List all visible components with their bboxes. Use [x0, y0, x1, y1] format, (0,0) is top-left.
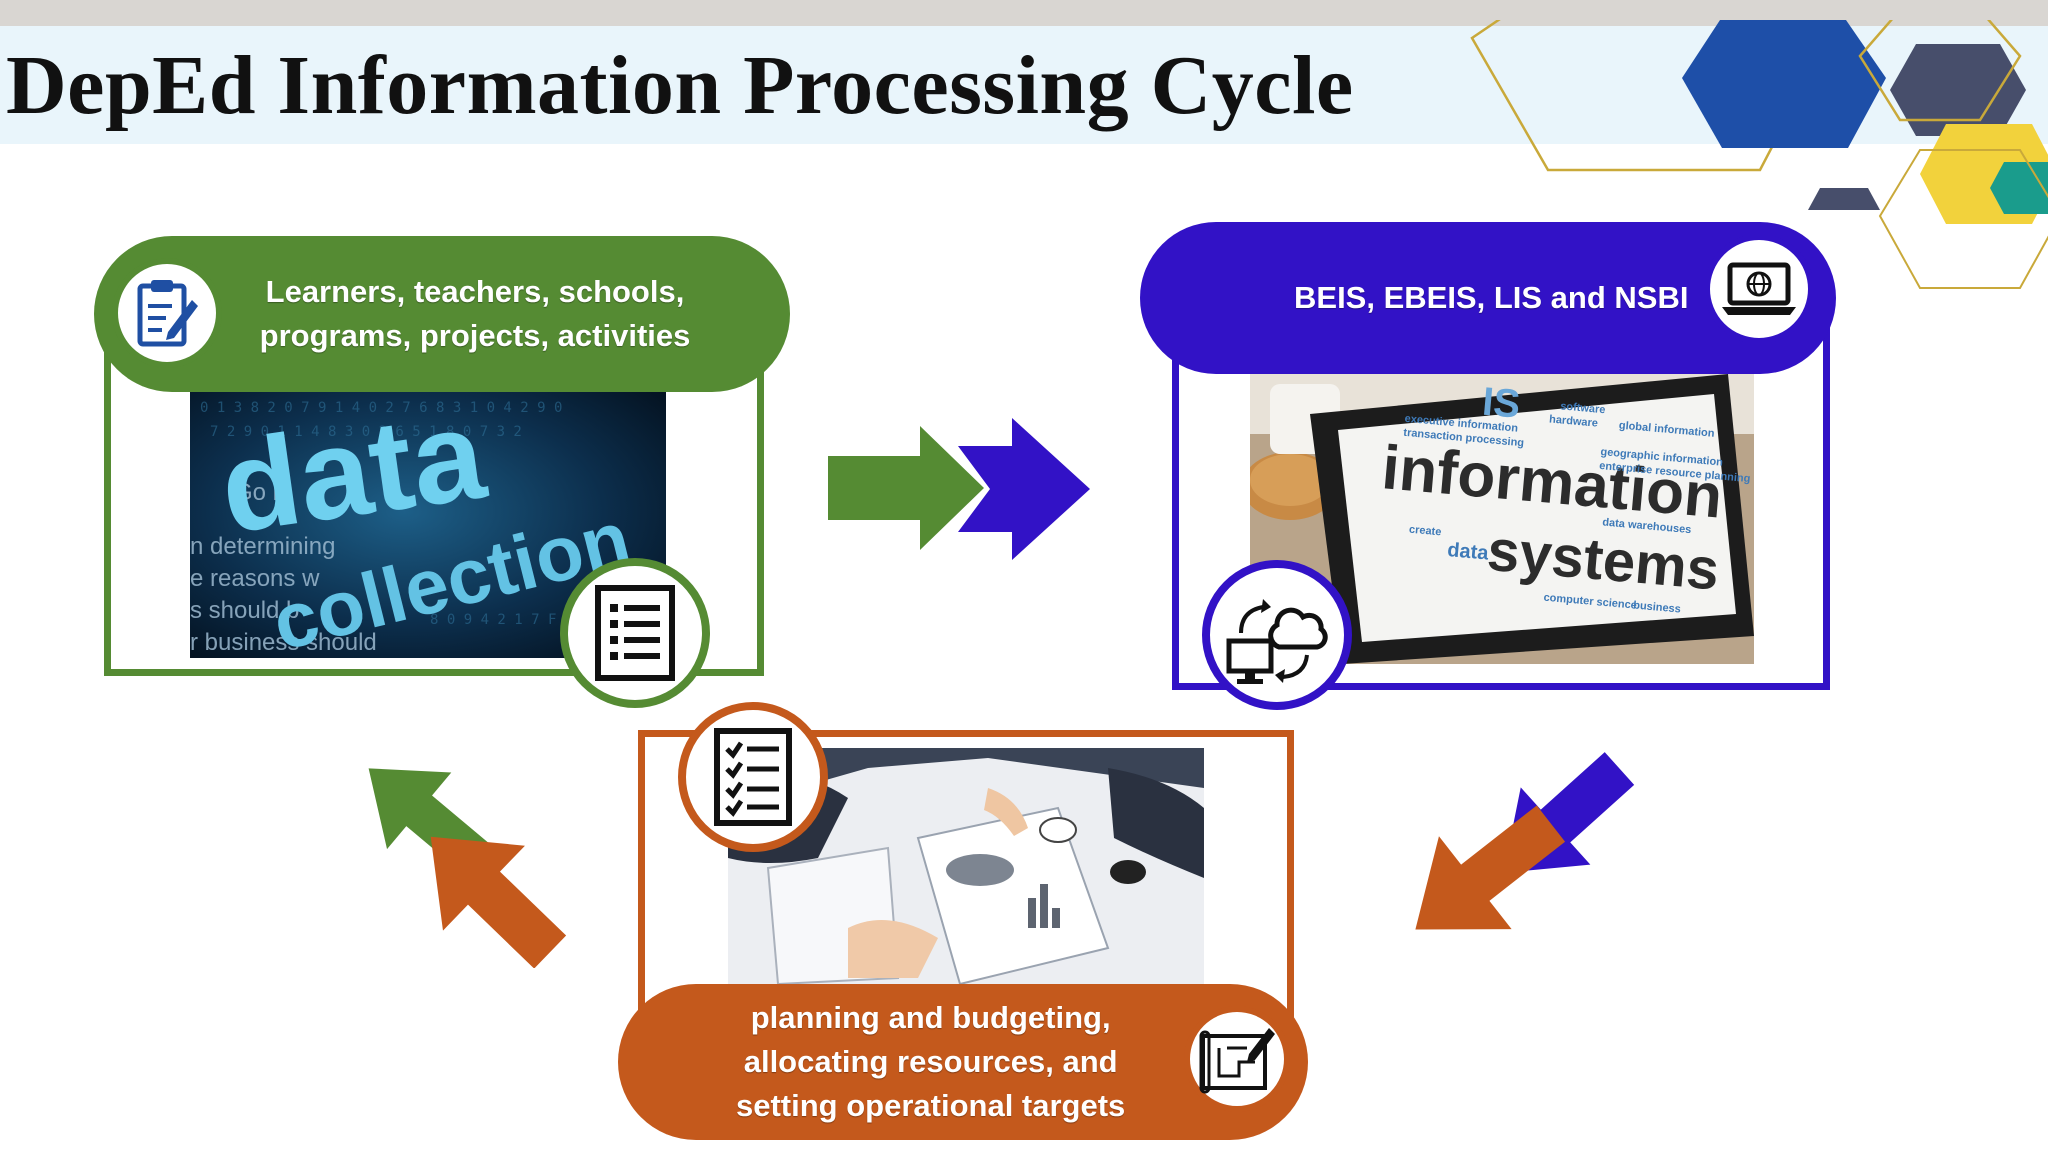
photo-small-9: data — [1446, 539, 1490, 565]
photo-small-11: business — [1633, 599, 1682, 615]
clipboard-icon — [112, 258, 222, 368]
checklist-icon — [678, 702, 828, 852]
data-collection-label: Learners, teachers, schools, programs, p… — [94, 236, 790, 392]
bg-text-0: Go ls — [234, 479, 290, 506]
arrow-green-right — [828, 426, 984, 550]
photo-small-0: software — [1560, 400, 1606, 416]
cloud-computer-sync-icon — [1202, 560, 1352, 710]
photo-small-1: hardware — [1549, 413, 1599, 429]
planning-line-3: setting operational targets — [736, 1088, 1126, 1123]
bg-text-4: r business should — [190, 629, 377, 656]
hexagon-navy — [1682, 20, 1886, 148]
checklist-icon — [560, 558, 710, 708]
hexagon-decoration — [1470, 20, 2048, 289]
laptop-globe-icon — [1704, 234, 1814, 344]
page-title: DepEd Information Processing Cycle — [6, 39, 1354, 132]
blueprint-icon — [1184, 1006, 1290, 1112]
svg-text:0 1 3 8 2 0 7 9 1 4 0 2 7 6 8: 0 1 3 8 2 0 7 9 1 4 0 2 7 6 8 3 1 0 4 2 … — [200, 400, 562, 416]
data-collection-line-2: programs, projects, activities — [259, 318, 691, 353]
arrow-orange-down-left — [1415, 805, 1566, 930]
planning-line-2: allocating resources, and — [743, 1044, 1118, 1079]
bg-text-2: e reasons w — [190, 565, 320, 592]
photo-word-is: IS — [1481, 380, 1522, 427]
bg-text-1: n determining — [190, 533, 335, 560]
information-systems-text: BEIS, EBEIS, LIS and NSBI — [1294, 280, 1689, 315]
hexagon-teal — [1990, 162, 2048, 214]
svg-text:7 2 9 0 1 1 4 8 3 0 2 6 5 1 8: 7 2 9 0 1 1 4 8 3 0 2 6 5 1 8 0 7 3 2 — [210, 424, 522, 440]
bg-text-3: s should b — [190, 597, 299, 624]
data-collection-line-1: Learners, teachers, schools, — [265, 274, 685, 309]
hexagon-slate — [1890, 44, 2026, 136]
arrow-orange-up-left — [430, 836, 567, 968]
triangle-slate — [1808, 188, 1880, 210]
top-bar — [0, 0, 2048, 26]
arrow-indigo-right — [958, 418, 1090, 560]
photo-small-8: create — [1408, 524, 1441, 539]
planning-line-1: planning and budgeting, — [750, 1000, 1111, 1035]
information-systems-photo: IS information systems software hardware… — [1250, 374, 1754, 664]
